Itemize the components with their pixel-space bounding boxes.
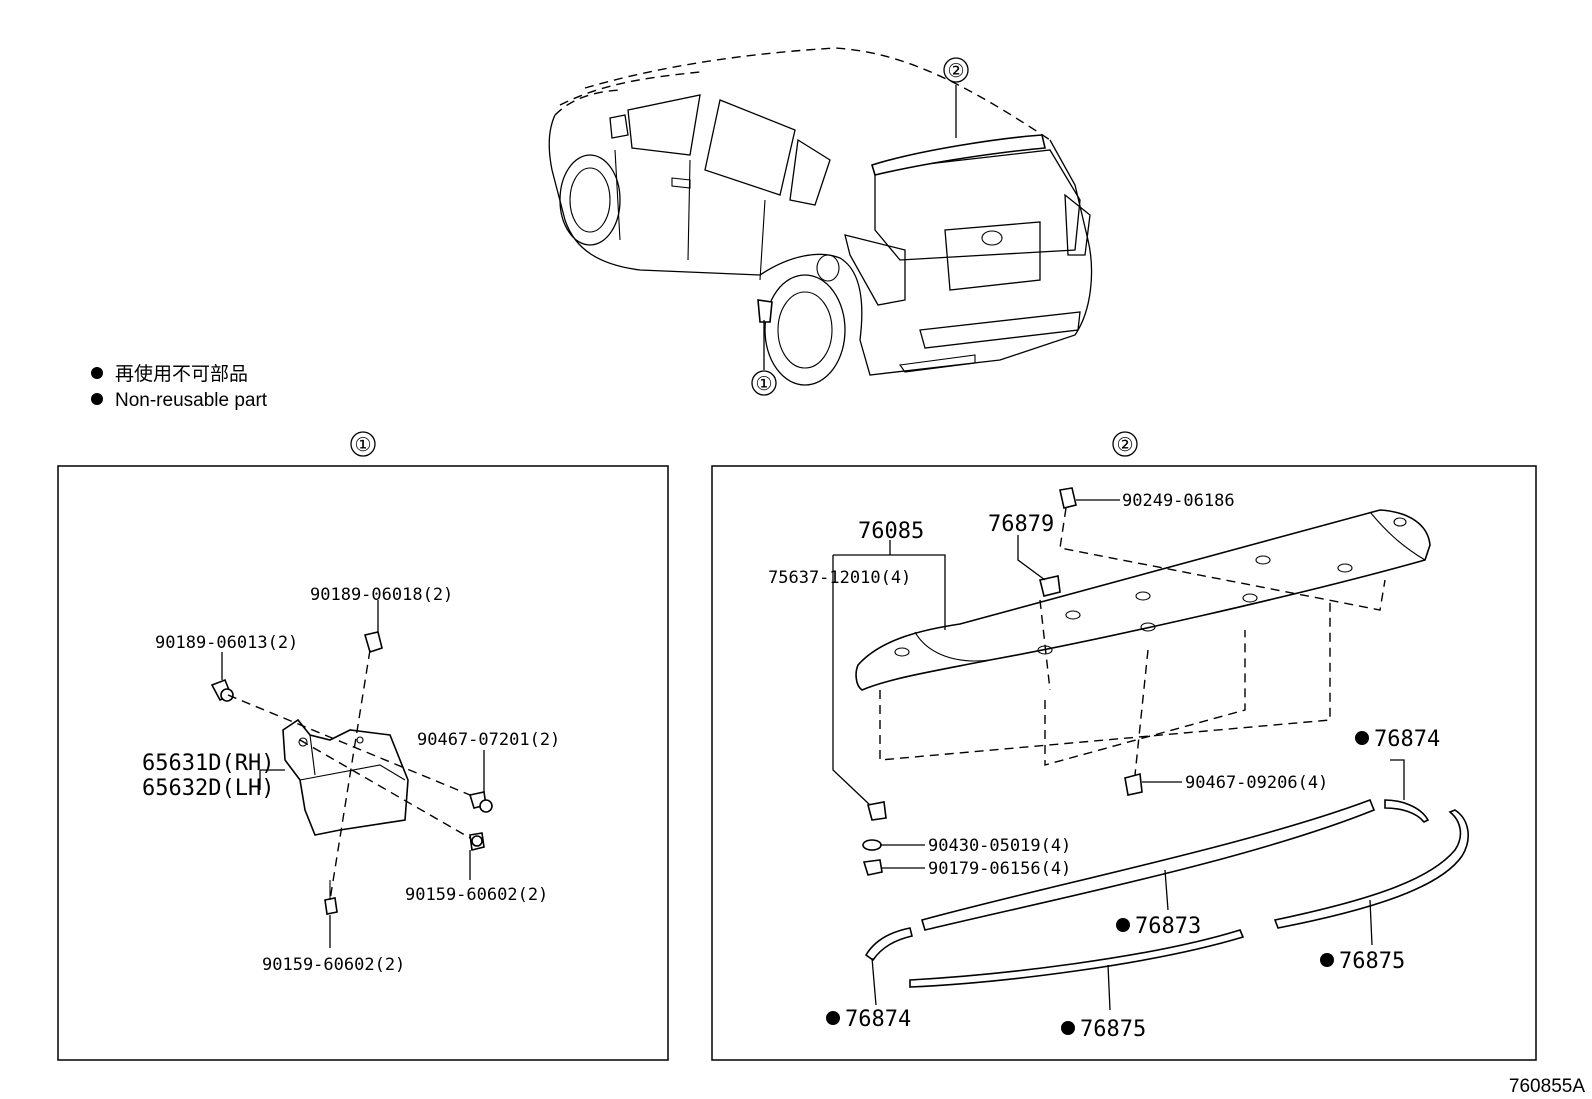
washer-90430-05019-part [862, 839, 882, 851]
car-callout-two: ② [947, 61, 964, 82]
label-76874-right: 76874 [1374, 727, 1440, 752]
non-reusable-bullet-icon [1116, 918, 1130, 932]
non-reusable-bullet-icon [1320, 953, 1334, 967]
non-reusable-bullet-icon [826, 1011, 840, 1025]
car-illustration: ① ② [548, 47, 1093, 396]
label-76875-right: 76875 [1339, 949, 1405, 974]
trim-76875-right-part [1273, 809, 1469, 929]
label-76879: 76879 [988, 512, 1054, 537]
stud-75637-12010-part [867, 801, 887, 821]
label-76873: 76873 [1135, 914, 1201, 939]
non-reusable-bullet-icon [1061, 1021, 1075, 1035]
panel-spoiler: 90249-06186 76879 76085 75637-12010(4) 7… [711, 465, 1537, 1061]
trim-76874-left-part [864, 927, 913, 962]
label-90467-09206: 90467-09206(4) [1185, 773, 1328, 793]
label-76875-bottom: 76875 [1080, 1017, 1146, 1042]
label-90189-06013: 90189-06013(2) [155, 633, 298, 653]
non-reusable-bullet-icon [1355, 731, 1369, 745]
label-90467-07201: 90467-07201(2) [417, 730, 560, 750]
trim-76875-bottom-part [909, 929, 1245, 988]
panel-one-frame [57, 465, 669, 1061]
non-reusable-bullet-icon [91, 367, 103, 379]
bolt-90249-06186-part [1059, 487, 1077, 509]
panel-mudguard: 90189-06018(2) 90189-06013(2) 90467-0720… [57, 465, 669, 1061]
section-one-marker: ① [354, 435, 371, 456]
panel-two-frame [711, 465, 1537, 1061]
label-90430-05019: 90430-05019(4) [928, 836, 1071, 856]
non-reusable-bullet-icon [91, 393, 103, 405]
section-two-marker: ② [1116, 435, 1133, 456]
clip-90189-06018-part [363, 631, 383, 654]
trim-76874-right-part [1384, 799, 1430, 824]
trim-76873-part [920, 798, 1376, 931]
label-90159-60602-right: 90159-60602(2) [405, 885, 548, 905]
screw-90159-60602-bottom-part [324, 897, 338, 915]
mudguard-part [282, 718, 409, 836]
label-75637-12010: 75637-12010(4) [768, 568, 911, 588]
legend-english: Non-reusable part [115, 390, 268, 411]
clip-76879-part [1039, 575, 1061, 597]
legend-japanese: 再使用不可部品 [115, 363, 248, 385]
label-65632d-lh: 65632D(LH) [142, 776, 274, 801]
clip-90467-09206-part [1124, 772, 1143, 796]
legend: 再使用不可部品 Non-reusable part [91, 363, 268, 411]
label-76085: 76085 [858, 519, 924, 544]
diagram-code: 760855A [1509, 1076, 1585, 1097]
nut-90179-06156-part [862, 859, 883, 876]
label-76874-left: 76874 [845, 1007, 911, 1032]
label-65631d-rh: 65631D(RH) [142, 751, 274, 776]
label-90249-06186: 90249-06186 [1122, 491, 1235, 511]
label-90159-60602-bottom: 90159-60602(2) [262, 955, 405, 975]
car-callout-one: ① [755, 374, 772, 395]
label-90179-06156: 90179-06156(4) [928, 859, 1071, 879]
label-90189-06018: 90189-06018(2) [310, 585, 453, 605]
